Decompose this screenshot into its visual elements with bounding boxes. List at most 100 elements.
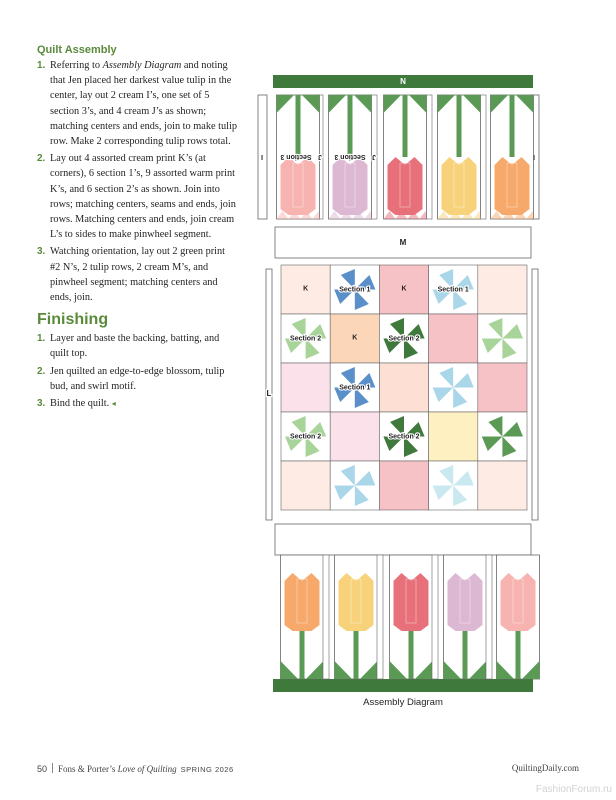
pinwheel-block: Section 2 [280, 313, 331, 364]
tulip-leaf [469, 661, 487, 679]
step-text: Lay out 4 assorted cream print K’s (at c… [50, 153, 236, 241]
pinwheel-block [477, 313, 528, 364]
pinwheel-blade [502, 436, 517, 457]
tulip-petal [506, 162, 518, 208]
watermark: FashionForum.ru [535, 784, 612, 795]
assembly-step: 2. Lay out 4 assorted cream print K’s (at… [37, 151, 237, 242]
section-label: Section 1 [339, 286, 370, 293]
finishing-step: 3.Bind the quilt. ◂ [37, 396, 237, 411]
pinwheel-blade [334, 387, 355, 402]
tulip-block [496, 554, 540, 680]
m-strip [274, 226, 532, 259]
pinwheel-blade [340, 269, 355, 290]
n-label: N [400, 77, 406, 86]
assembly-step: 3.Watching orientation, lay out 2 green … [37, 244, 237, 305]
tulip-petal [512, 578, 524, 624]
pinwheel-block [329, 460, 380, 511]
step-number: 3. [37, 398, 46, 410]
tulip-stem [299, 631, 305, 679]
k-fill [379, 363, 429, 412]
l-strip [531, 268, 539, 521]
k-fill [477, 265, 527, 314]
m-label: M [400, 238, 407, 247]
n-strip [273, 75, 533, 88]
tulip-stem [515, 631, 521, 679]
pinwheel-blade [291, 416, 306, 437]
step-number: 3. [37, 246, 46, 258]
l-strip [265, 268, 273, 521]
k-square: K [379, 264, 429, 315]
l-label: L [267, 389, 272, 398]
k-square [379, 362, 429, 413]
tulip-block [276, 94, 320, 220]
k-fill [477, 461, 527, 510]
tulip-leaf [334, 661, 352, 679]
pinwheel-blade [305, 436, 320, 457]
i-strip [257, 94, 268, 220]
k-square [477, 264, 528, 315]
step-number: 2. [37, 153, 46, 165]
tulip-zigzag [276, 211, 320, 219]
step-number: 2. [37, 365, 46, 377]
k-fill [281, 363, 331, 412]
tulip-leaf [409, 95, 427, 113]
pinwheel-block [428, 362, 479, 413]
pinwheel-blade [305, 422, 327, 437]
m-strip [274, 523, 532, 556]
quilt-assembly-heading: Quilt Assembly [37, 44, 117, 56]
k-fill [379, 461, 429, 510]
pinwheel-blade [453, 387, 468, 408]
pinwheel-blade [481, 338, 503, 353]
pinwheel-blade [488, 318, 503, 339]
i-label: I [261, 153, 263, 160]
tulip-leaf [437, 95, 455, 113]
publication-prefix: Fons & Porter’s [58, 764, 118, 774]
section-label: Section 1 [438, 286, 469, 293]
tulip-leaf [383, 95, 401, 113]
j-strip [485, 554, 493, 680]
pinwheel-blade [502, 324, 523, 339]
diagram-caption: Assembly Diagram [363, 697, 443, 708]
pinwheel-blade [305, 338, 320, 359]
finishing-steps: 1.Layer and baste the backing, batting, … [37, 331, 237, 411]
tulip-leaf [306, 661, 324, 679]
step-text-pre: Referring to [50, 60, 103, 71]
pinwheel-blade [340, 465, 355, 486]
tulip-stem [456, 95, 462, 157]
tulip-stem [509, 95, 515, 157]
tulip-block [389, 554, 433, 680]
tulip-leaf [443, 661, 461, 679]
pinwheel-blade [453, 373, 474, 388]
pinwheel-blade [453, 471, 474, 486]
tulip-block [280, 554, 324, 680]
step-text: Jen quilted an edge-to-edge blossom, tul… [50, 365, 225, 392]
assembly-steps: 1.Referring to Assembly Diagram and noti… [37, 58, 237, 305]
pinwheel-blade [432, 485, 454, 500]
j-strip [322, 554, 330, 680]
pinwheel-blade [383, 338, 404, 353]
k-square [428, 313, 479, 364]
section-label: Section 2 [290, 335, 321, 342]
k-label: K [352, 334, 357, 341]
pinwheel-block: Section 2 [379, 411, 429, 462]
pinwheel-blade [390, 416, 404, 437]
pinwheel-blade [354, 373, 376, 388]
pinwheel-block: Section 1 [329, 362, 380, 413]
section-label: Section 2 [388, 433, 419, 440]
tulip-block [383, 94, 427, 220]
k-fill [330, 412, 380, 461]
section-label: Section 2 [290, 433, 321, 440]
tulip-leaf [276, 95, 294, 113]
pinwheel-blade [439, 465, 454, 486]
pinwheel-blade [340, 367, 355, 388]
tulip-leaf [389, 661, 407, 679]
pinwheel-block: Section 2 [280, 411, 331, 462]
tulip-block [334, 554, 378, 680]
pinwheel-blade [439, 367, 454, 388]
pinwheel-blade [453, 289, 468, 310]
footer-divider [52, 763, 54, 773]
pinwheel-blade [354, 485, 369, 506]
i-label: I [533, 153, 535, 160]
pinwheel-blade [285, 338, 306, 353]
